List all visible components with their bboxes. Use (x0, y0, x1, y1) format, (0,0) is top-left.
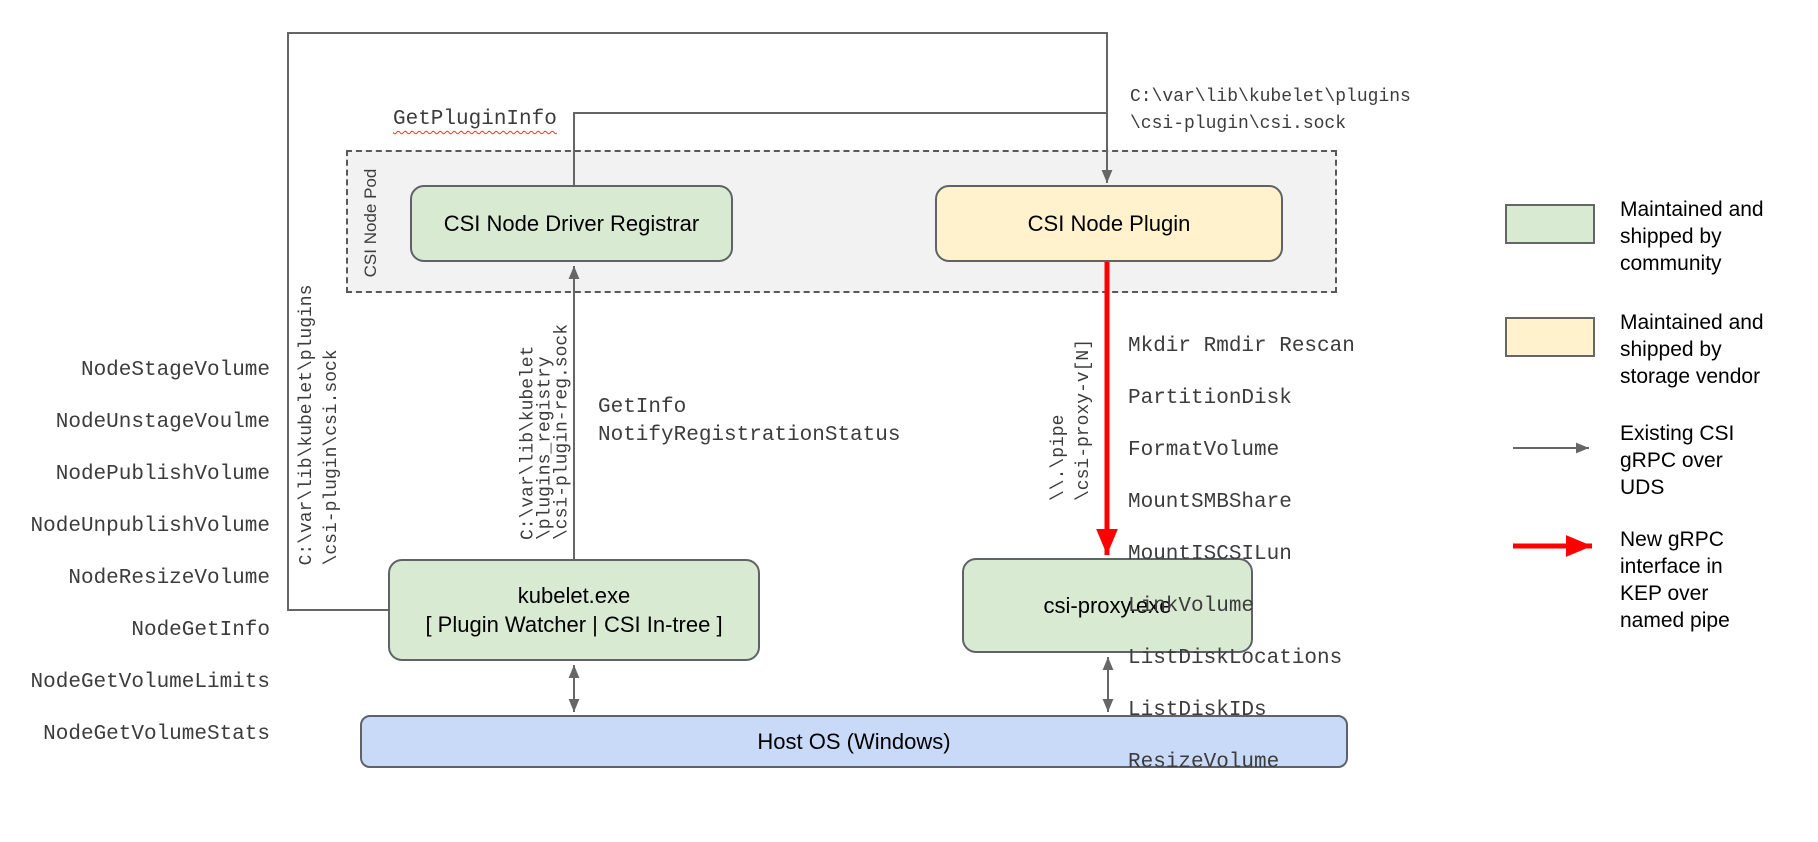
proxy-calls-list: Mkdir Rmdir Rescan PartitionDisk FormatV… (1128, 308, 1355, 802)
kubelet-box: kubelet.exe [ Plugin Watcher | CSI In-tr… (388, 559, 760, 661)
node-call-item: NodeGetInfo (131, 619, 270, 642)
plugin-reg-sock-path-label: C:\var\lib\kubelet \plugins_registry \cs… (518, 323, 573, 541)
wire-kubelet-to-node-plugin-uds (287, 32, 1113, 611)
registration-calls-label: GetInfo NotifyRegistrationStatus (598, 396, 901, 447)
csi-node-driver-registrar-label: CSI Node Driver Registrar (443, 211, 700, 236)
proxy-call-item: PartitionDisk (1128, 387, 1292, 410)
legend-new-grpc-text: New gRPC interface in KEP over named pip… (1620, 528, 1730, 632)
kubelet-label-line1: kubelet.exe (517, 583, 631, 608)
csi-node-driver-registrar-box: CSI Node Driver Registrar (410, 185, 733, 262)
csi-proxy-box: csi-proxy.exe (962, 558, 1253, 653)
proxy-call-item: MountSMBShare (1128, 491, 1292, 514)
node-call-item: NodeGetVolumeStats (43, 723, 270, 746)
proxy-call-item: FormatVolume (1128, 439, 1280, 462)
proxy-call-item: LinkVolume (1128, 595, 1255, 618)
csi-sock-path-top-label: C:\var\lib\kubelet\plugins \csi-plugin\c… (1130, 87, 1411, 134)
get-plugin-info-label: GetPluginInfo (393, 108, 557, 131)
csi-proxy-label: csi-proxy.exe (1043, 593, 1172, 618)
node-call-item: NodePublishVolume (55, 463, 270, 486)
host-os-label: Host OS (Windows) (757, 729, 951, 754)
csi-node-pod-label: CSI Node Pod (361, 168, 380, 278)
wire-registrar-getplugininfo (573, 112, 1107, 187)
proxy-call-item: Mkdir Rmdir Rescan (1128, 335, 1355, 358)
node-call-item: NodeResizeVolume (68, 567, 270, 590)
legend-community-swatch (1505, 204, 1595, 244)
node-calls-list: NodeStageVolume NodeUnstageVoulme NodePu… (30, 332, 270, 774)
csi-node-plugin-box: CSI Node Plugin (935, 185, 1283, 262)
node-call-item: NodeGetVolumeLimits (30, 671, 270, 694)
csi-sock-path-left-label: C:\var\lib\kubelet\plugins \csi-plugin\c… (297, 284, 342, 566)
legend-vendor-text: Maintained and shipped by storage vendor (1620, 311, 1764, 388)
legend-vendor-swatch (1505, 317, 1595, 357)
csi-node-plugin-label: CSI Node Plugin (1027, 211, 1191, 236)
kubelet-label-line2: [ Plugin Watcher | CSI In-tree ] (425, 612, 723, 637)
proxy-call-item: ListDiskLocations (1128, 647, 1343, 670)
node-call-item: NodeStageVolume (80, 359, 270, 382)
host-os-box: Host OS (Windows) (360, 715, 1348, 768)
node-call-item: NodeUnpublishVolume (30, 515, 270, 538)
legend-existing-grpc-text: Existing CSI gRPC over UDS (1620, 422, 1735, 499)
proxy-call-item: MountISCSILun (1128, 543, 1292, 566)
node-call-item: NodeUnstageVoulme (55, 411, 270, 434)
proxy-call-item: ResizeVolume (1128, 751, 1280, 774)
legend-community-text: Maintained and shipped by community (1620, 198, 1764, 275)
named-pipe-path-label: \\.\pipe \csi-proxy-v[N] (1049, 338, 1094, 502)
proxy-call-item: ListDiskIDs (1128, 699, 1267, 722)
